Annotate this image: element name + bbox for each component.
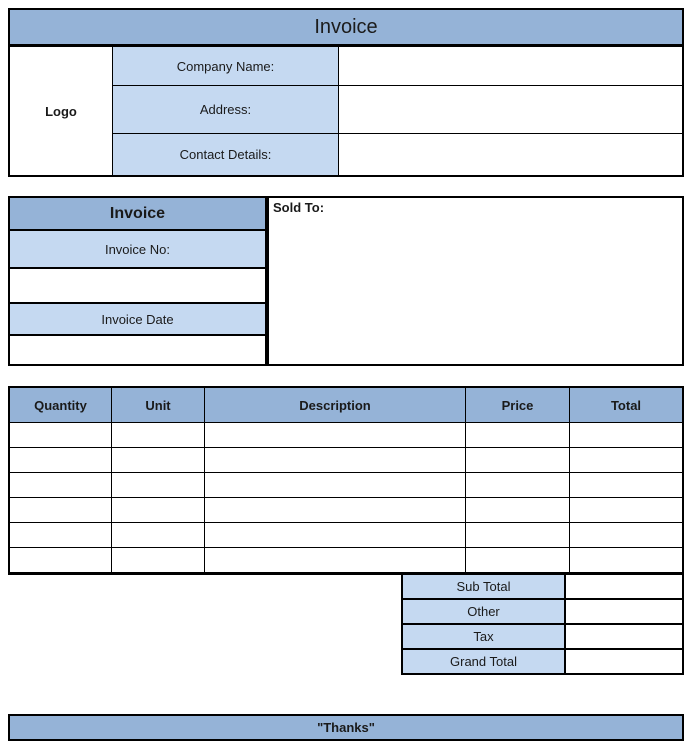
item-cell-description[interactable] [205, 523, 465, 547]
sold-to-box[interactable]: Sold To: [267, 196, 684, 366]
company-name-label: Company Name: [176, 58, 275, 74]
grand-total-label: Grand Total [450, 654, 517, 669]
invoice-date-label-cell: Invoice Date [10, 304, 265, 334]
tax-label-cell: Tax [403, 625, 564, 648]
invoice-no-label: Invoice No: [104, 241, 171, 257]
item-cell-description[interactable] [205, 473, 465, 497]
column-header-unit: Unit [112, 388, 204, 422]
item-cell-description[interactable] [205, 448, 465, 472]
company-name-label-cell: Company Name: [113, 47, 338, 85]
invoice-title: Invoice [314, 15, 378, 38]
item-cell-unit[interactable] [112, 523, 204, 547]
grand-total-value-cell[interactable] [566, 650, 682, 673]
item-cell-quantity[interactable] [10, 498, 111, 522]
grand-total-label-cell: Grand Total [403, 650, 564, 673]
company-header-block: Logo Company Name: Address: Contact Deta… [8, 45, 684, 177]
other-label-cell: Other [403, 600, 564, 623]
items-table: Quantity Unit Description Price Total [8, 386, 684, 575]
item-cell-price[interactable] [466, 548, 569, 572]
item-cell-quantity[interactable] [10, 423, 111, 447]
thanks-label: "Thanks" [317, 720, 375, 735]
item-cell-total[interactable] [570, 423, 682, 447]
other-value-cell[interactable] [566, 600, 682, 623]
subtotal-label: Sub Total [456, 579, 511, 594]
item-cell-total[interactable] [570, 548, 682, 572]
contact-details-label: Contact Details: [179, 147, 272, 162]
item-cell-price[interactable] [466, 448, 569, 472]
item-cell-description[interactable] [205, 423, 465, 447]
logo-label: Logo [45, 103, 77, 119]
item-cell-unit[interactable] [112, 423, 204, 447]
tax-label: Tax [473, 629, 494, 644]
item-cell-total[interactable] [570, 498, 682, 522]
item-cell-total[interactable] [570, 473, 682, 497]
item-cell-price[interactable] [466, 523, 569, 547]
invoice-meta-title-cell: Invoice [10, 198, 265, 229]
item-cell-unit[interactable] [112, 548, 204, 572]
item-cell-total[interactable] [570, 523, 682, 547]
other-label: Other [467, 604, 500, 619]
invoice-meta-block: Invoice Invoice No: Invoice Date [8, 196, 267, 366]
thanks-bar: "Thanks" [8, 714, 684, 741]
item-cell-unit[interactable] [112, 498, 204, 522]
logo-cell[interactable]: Logo [10, 47, 112, 175]
invoice-meta-title: Invoice [109, 204, 166, 222]
item-cell-quantity[interactable] [10, 548, 111, 572]
address-label: Address: [199, 102, 252, 117]
contact-details-value-cell[interactable] [339, 134, 682, 175]
subtotal-label-cell: Sub Total [403, 575, 564, 598]
item-cell-price[interactable] [466, 473, 569, 497]
invoice-date-value-cell[interactable] [10, 336, 265, 364]
item-cell-unit[interactable] [112, 448, 204, 472]
item-cell-quantity[interactable] [10, 448, 111, 472]
sold-to-label: Sold To: [273, 200, 325, 215]
invoice-no-label-cell: Invoice No: [10, 231, 265, 267]
contact-details-label-cell: Contact Details: [113, 134, 338, 175]
column-header-price: Price [466, 388, 569, 422]
company-name-value-cell[interactable] [339, 47, 682, 85]
item-cell-price[interactable] [466, 498, 569, 522]
item-cell-quantity[interactable] [10, 523, 111, 547]
item-cell-description[interactable] [205, 548, 465, 572]
column-header-quantity: Quantity [10, 388, 111, 422]
item-cell-unit[interactable] [112, 473, 204, 497]
subtotal-value-cell[interactable] [566, 575, 682, 598]
totals-block: Sub Total Other Tax Grand Total [401, 573, 684, 675]
address-label-cell: Address: [113, 86, 338, 133]
item-cell-description[interactable] [205, 498, 465, 522]
invoice-no-value-cell[interactable] [10, 269, 265, 302]
invoice-date-label: Invoice Date [101, 311, 174, 327]
item-cell-quantity[interactable] [10, 473, 111, 497]
tax-value-cell[interactable] [566, 625, 682, 648]
invoice-title-bar: Invoice [8, 8, 684, 46]
item-cell-total[interactable] [570, 448, 682, 472]
column-header-total: Total [570, 388, 682, 422]
column-header-description: Description [205, 388, 465, 422]
item-cell-price[interactable] [466, 423, 569, 447]
address-value-cell[interactable] [339, 86, 682, 133]
